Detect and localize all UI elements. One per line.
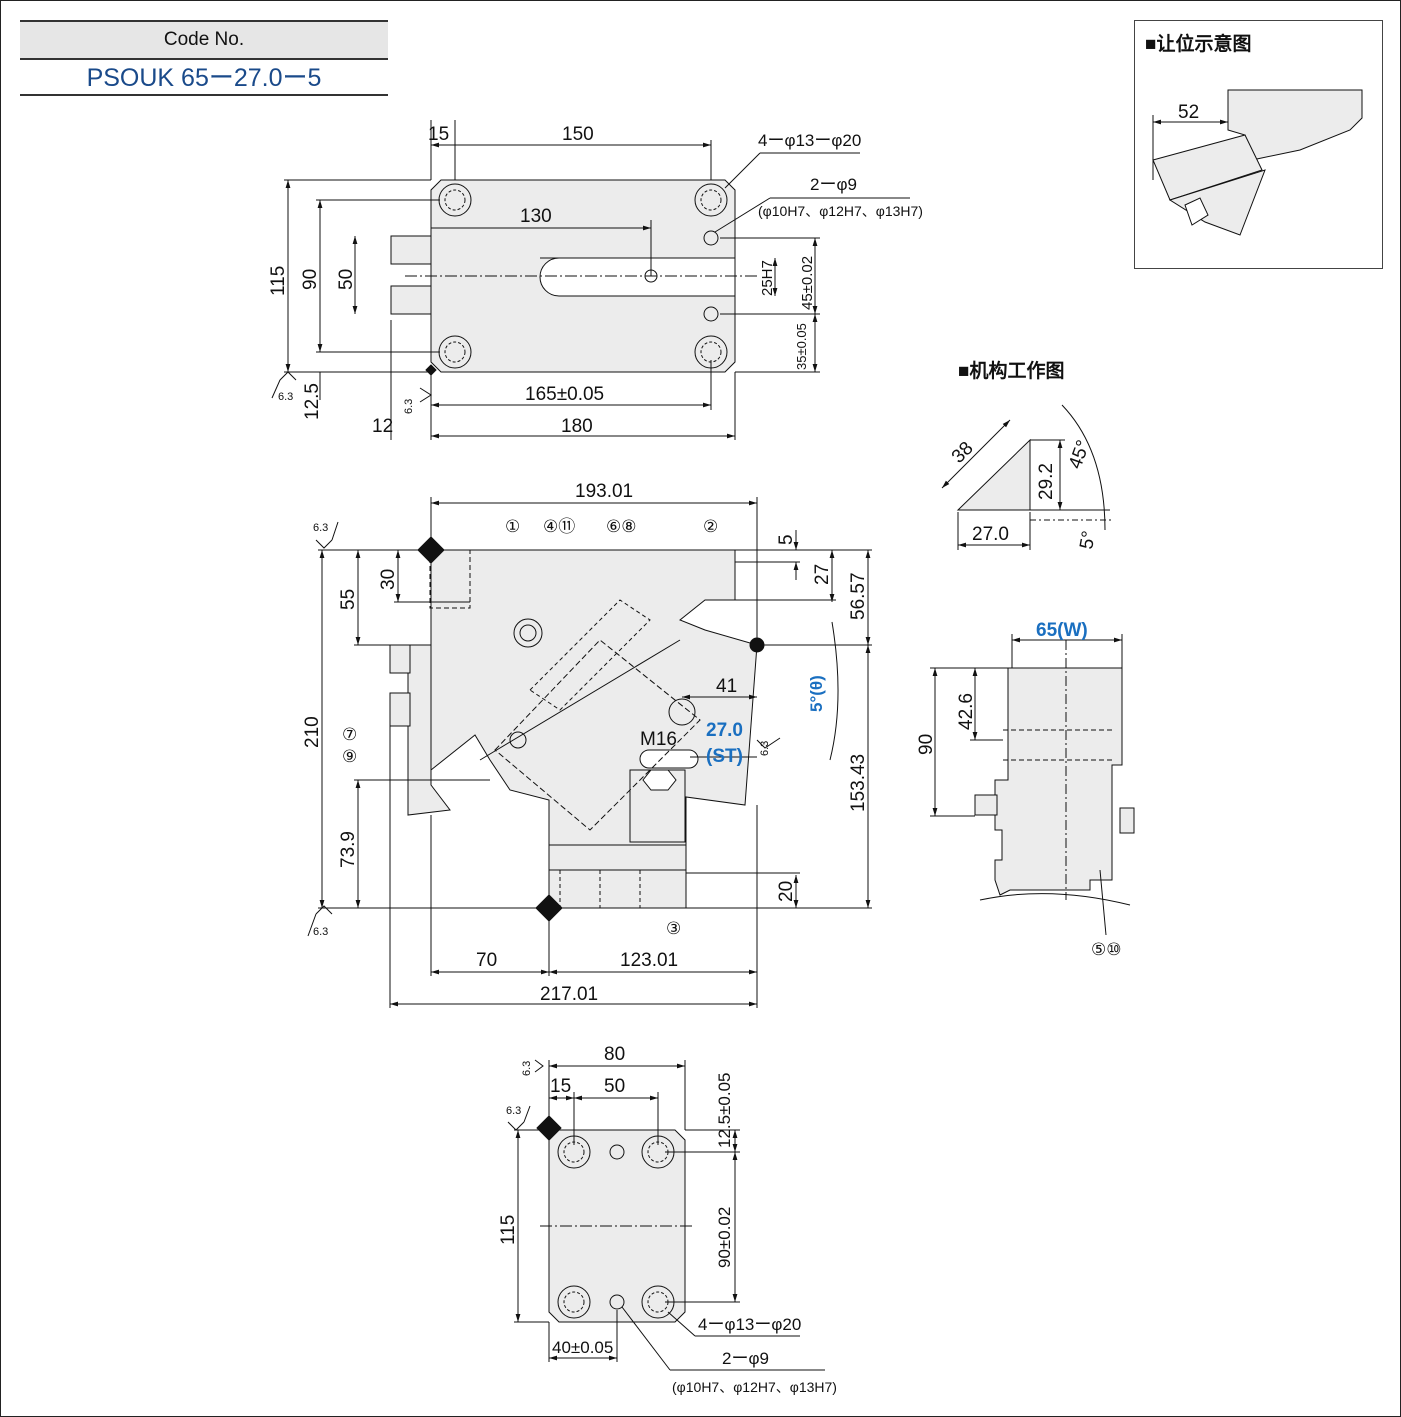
part-callout-9: ⑨ [342,747,357,766]
front-dim-210: 210 [302,716,323,748]
mech-dim-38: 38 [948,438,978,468]
mechanism-diagram: 38 27.0 29.2 45° 5° [941,404,1112,551]
top-dim-12-5: 12.5 [302,383,323,420]
front-dim-41: 41 [716,676,737,697]
bottom-view: 80 15 50 12.5±0.05 115 90±0.02 40±0.05 4… [498,1044,837,1395]
front-dim-153: 153.43 [848,754,869,812]
part-callout-4-11: ④⑪ [543,517,575,536]
side-width-w: 65(W) [1036,620,1088,641]
front-dim-217: 217.01 [540,984,598,1005]
front-dim-55: 55 [338,589,359,610]
bottom-roughness-left: 6.3 [506,1105,521,1117]
front-dim-123: 123.01 [620,950,678,971]
mechanism-diagram-title: ■机构工作图 [958,361,1065,382]
bottom-dim-40: 40±0.05 [552,1338,613,1357]
bottom-dim-115: 115 [498,1215,519,1245]
top-pins-tol: (φ10H7、φ12H7、φ13H7) [758,203,923,219]
front-view: 193.01 210 55 30 73.9 5 27 56.57 153.43 … [302,481,872,1008]
front-stroke-value: 27.0 [706,720,743,741]
top-dim-50: 50 [336,269,357,290]
bottom-dim-90: 90±0.02 [715,1207,734,1268]
top-roughness-bottom: 6.3 [403,399,415,414]
bottom-dim-50: 50 [604,1076,625,1097]
clearance-dim-52: 52 [1178,102,1199,123]
front-stroke-label: (ST) [706,746,743,767]
top-dim-150: 150 [562,124,594,145]
part-callout-3: ③ [666,919,681,938]
front-roughness-top: 6.3 [313,522,328,534]
top-roughness-left: 6.3 [278,391,293,403]
front-dim-20: 20 [776,881,797,902]
mech-dim-27: 27.0 [972,524,1009,545]
top-dim-12: 12 [372,416,393,437]
roughness-symbols [271,371,781,1131]
bottom-dim-80: 80 [604,1044,625,1065]
part-callout-2: ② [703,517,718,536]
mech-angle-5: 5° [1076,529,1100,551]
bottom-pins-tol: (φ10H7、φ12H7、φ13H7) [672,1379,837,1395]
top-dim-165: 165±0.05 [525,384,604,405]
top-dim-15: 15 [428,124,449,145]
bottom-holes-note: 4ーφ13ーφ20 [698,1315,801,1334]
top-holes-note: 4ーφ13ーφ20 [758,131,861,150]
part-callout-1: ① [505,517,520,536]
bottom-pins-note: 2ーφ9 [722,1349,769,1368]
top-dim-90: 90 [300,269,321,290]
front-dim-56: 56.57 [848,572,869,620]
top-view: 15 150 130 115 90 50 12.5 12 165±0.05 18… [268,120,923,440]
top-pins-note: 2ーφ9 [810,175,857,194]
mech-angle-45: 45° [1065,438,1095,472]
clearance-sketch: 52 [1152,89,1363,236]
clearance-diagram-title: ■让位示意图 [1145,34,1252,55]
top-dim-180: 180 [561,416,593,437]
bottom-dim-15: 15 [550,1076,571,1097]
top-dim-115: 115 [268,266,289,296]
front-dim-193: 193.01 [575,481,633,502]
code-label: Code No. [20,20,388,60]
code-value: PSOUK 65ー27.0ー5 [20,58,388,96]
mech-dim-29: 29.2 [1036,463,1057,500]
bottom-dim-12-5: 12.5±0.05 [715,1072,734,1148]
top-dim-45: 45±0.02 [799,256,816,310]
side-dim-42: 42.6 [956,693,977,730]
front-dim-73: 73.9 [338,831,359,868]
front-dim-30: 30 [378,569,399,590]
front-dim-5: 5 [776,534,797,545]
top-dim-35: 35±0.05 [794,323,809,370]
front-dim-27: 27 [812,564,833,585]
side-dim-90: 90 [916,734,937,755]
side-view: 65(W) 42.6 90 ⑤⑩ [916,620,1135,959]
part-callout-5-10: ⑤⑩ [1091,940,1121,959]
front-angle-theta: 5°(θ) [807,675,826,712]
top-dim-25h7: 25H7 [759,260,776,296]
bottom-roughness-top: 6.3 [521,1061,533,1076]
part-callout-7: ⑦ [342,725,357,744]
front-thread-m16: M16 [640,729,677,750]
top-dim-130: 130 [520,206,552,227]
front-dim-70: 70 [476,950,497,971]
part-callout-6-8: ⑥⑧ [606,517,636,536]
front-roughness-bottom: 6.3 [313,926,328,938]
